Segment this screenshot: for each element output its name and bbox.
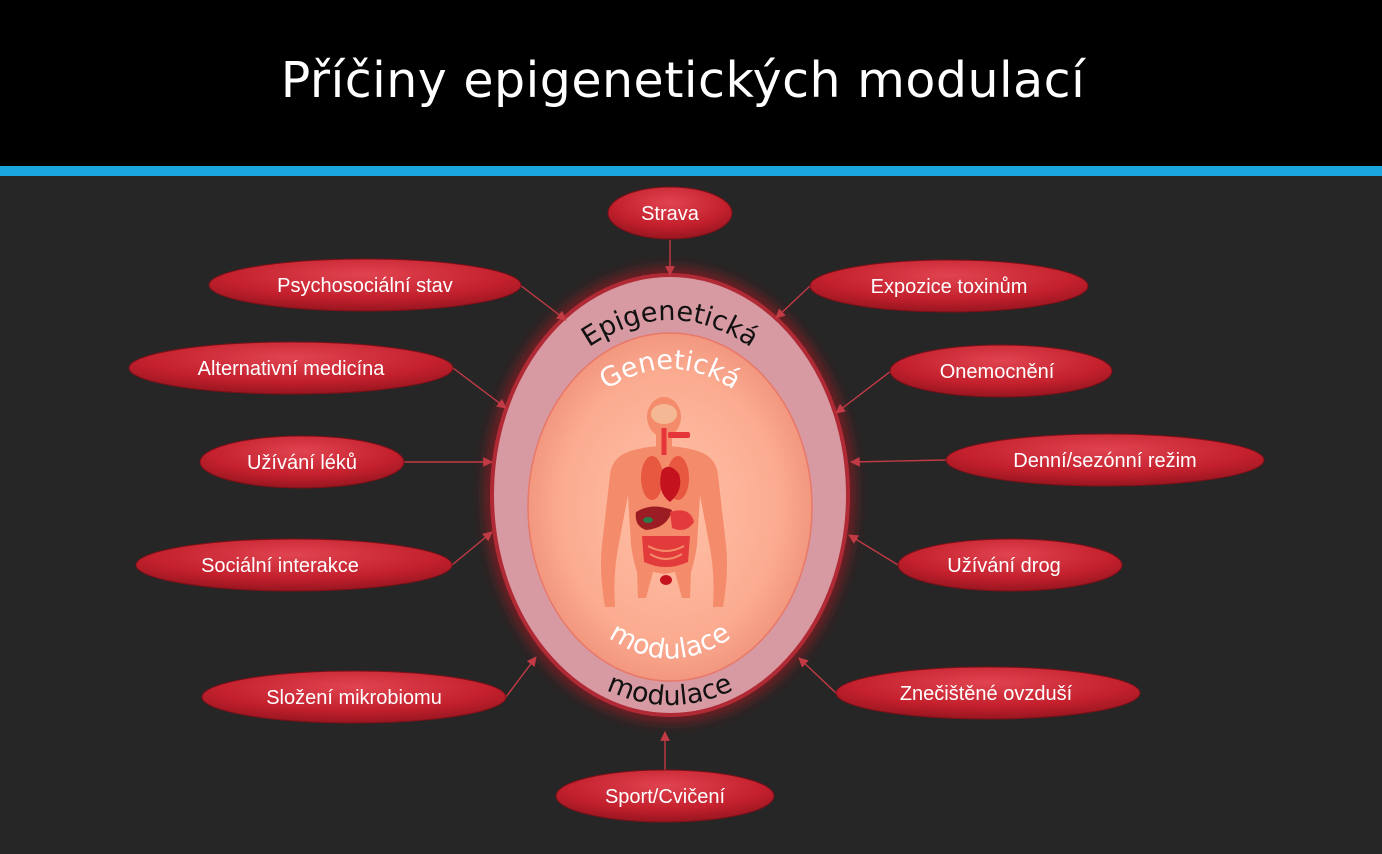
page-title: Příčiny epigenetických modulací <box>280 52 1086 109</box>
factor-uzivani-drog: Užívání drog <box>897 538 1123 592</box>
svg-text:Sociální interakce: Sociální interakce <box>201 555 359 577</box>
factor-znecistene-ovzdusi: Znečištěné ovzduší <box>835 666 1141 720</box>
svg-text:Denní/sezónní režim: Denní/sezónní režim <box>1013 450 1196 472</box>
svg-text:Užívání drog: Užívání drog <box>947 555 1060 577</box>
factor-sport-cviceni: Sport/Cvičení <box>555 769 775 823</box>
svg-text:Sport/Cvičení: Sport/Cvičení <box>605 786 725 808</box>
factor-denni-sezonni-rezim: Denní/sezónní režim <box>945 433 1265 487</box>
header: Příčiny epigenetických modulací <box>0 0 1382 166</box>
factor-expozice-toxinum: Expozice toxinům <box>809 259 1089 313</box>
factor-socialni-interakce: Sociální interakce <box>135 538 453 592</box>
factor-uzivani-leku: Užívání léků <box>199 435 405 489</box>
svg-text:Psychosociální stav: Psychosociální stav <box>277 275 453 297</box>
human-body-organs-icon <box>601 397 727 607</box>
arrows <box>404 240 947 770</box>
factor-onemocneni: Onemocnění <box>889 344 1113 398</box>
factor-slozeni-mikrobiomu: Složení mikrobiomu <box>201 670 507 724</box>
svg-text:Expozice toxinům: Expozice toxinům <box>871 276 1028 298</box>
svg-text:Strava: Strava <box>641 203 700 225</box>
svg-text:Onemocnění: Onemocnění <box>940 361 1055 383</box>
svg-text:Znečištěné ovzduší: Znečištěné ovzduší <box>900 683 1073 705</box>
svg-text:Užívání léků: Užívání léků <box>247 452 357 474</box>
factor-alternativni-medicina: Alternativní medicína <box>128 341 454 395</box>
accent-bar <box>0 166 1382 176</box>
factor-strava: Strava <box>607 186 733 240</box>
svg-text:Alternativní medicína: Alternativní medicína <box>198 358 386 380</box>
factor-psychosocialni-stav: Psychosociální stav <box>208 258 522 312</box>
svg-text:Složení mikrobiomu: Složení mikrobiomu <box>266 687 442 709</box>
